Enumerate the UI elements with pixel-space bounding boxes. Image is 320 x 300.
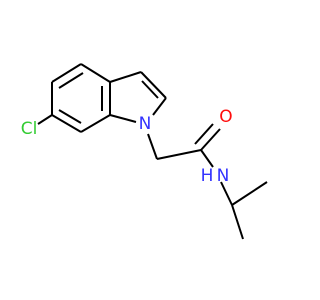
- bond-c4-c5: [51, 63, 82, 83]
- chlorine-atom-label: Cl: [21, 119, 38, 139]
- bond-c4-c5-inner: [58, 72, 84, 89]
- bond-nh-ch: [220, 181, 233, 206]
- amide-hydrogen-label: H: [201, 166, 214, 186]
- bond-carbonyl-o: [200, 128, 221, 151]
- bond-carbonyl-o-second: [194, 123, 214, 145]
- bond-c3-c2: [140, 71, 167, 99]
- bond-c3-c2-inner: [141, 80, 159, 99]
- atom-labels: Cl N O N H: [21, 107, 233, 186]
- bond-c6-c7: [51, 114, 82, 133]
- amide-nitrogen-label: N: [217, 166, 230, 186]
- bonds: [37, 63, 268, 240]
- bond-n1-c7a: [109, 114, 137, 123]
- bond-ch2-carbonyl: [156, 149, 202, 160]
- bond-c6-c7-inner: [58, 109, 82, 124]
- bond-ch-methyl-up: [231, 181, 268, 206]
- indole-nitrogen-label: N: [139, 114, 152, 134]
- bond-c3a-c3: [109, 71, 142, 83]
- bond-n1-ch2: [147, 133, 158, 160]
- bond-c6-cl: [37, 114, 53, 125]
- bond-ch-methyl-down: [231, 204, 244, 240]
- bond-c3a-c4: [80, 63, 111, 83]
- carbonyl-oxygen-label: O: [219, 107, 232, 127]
- bond-carbonyl-nh: [200, 149, 214, 168]
- bond-c2-n1: [152, 97, 167, 116]
- molecule-structure-diagram: Cl N O N H: [21, 63, 268, 240]
- bond-c7-c7a: [80, 114, 111, 133]
